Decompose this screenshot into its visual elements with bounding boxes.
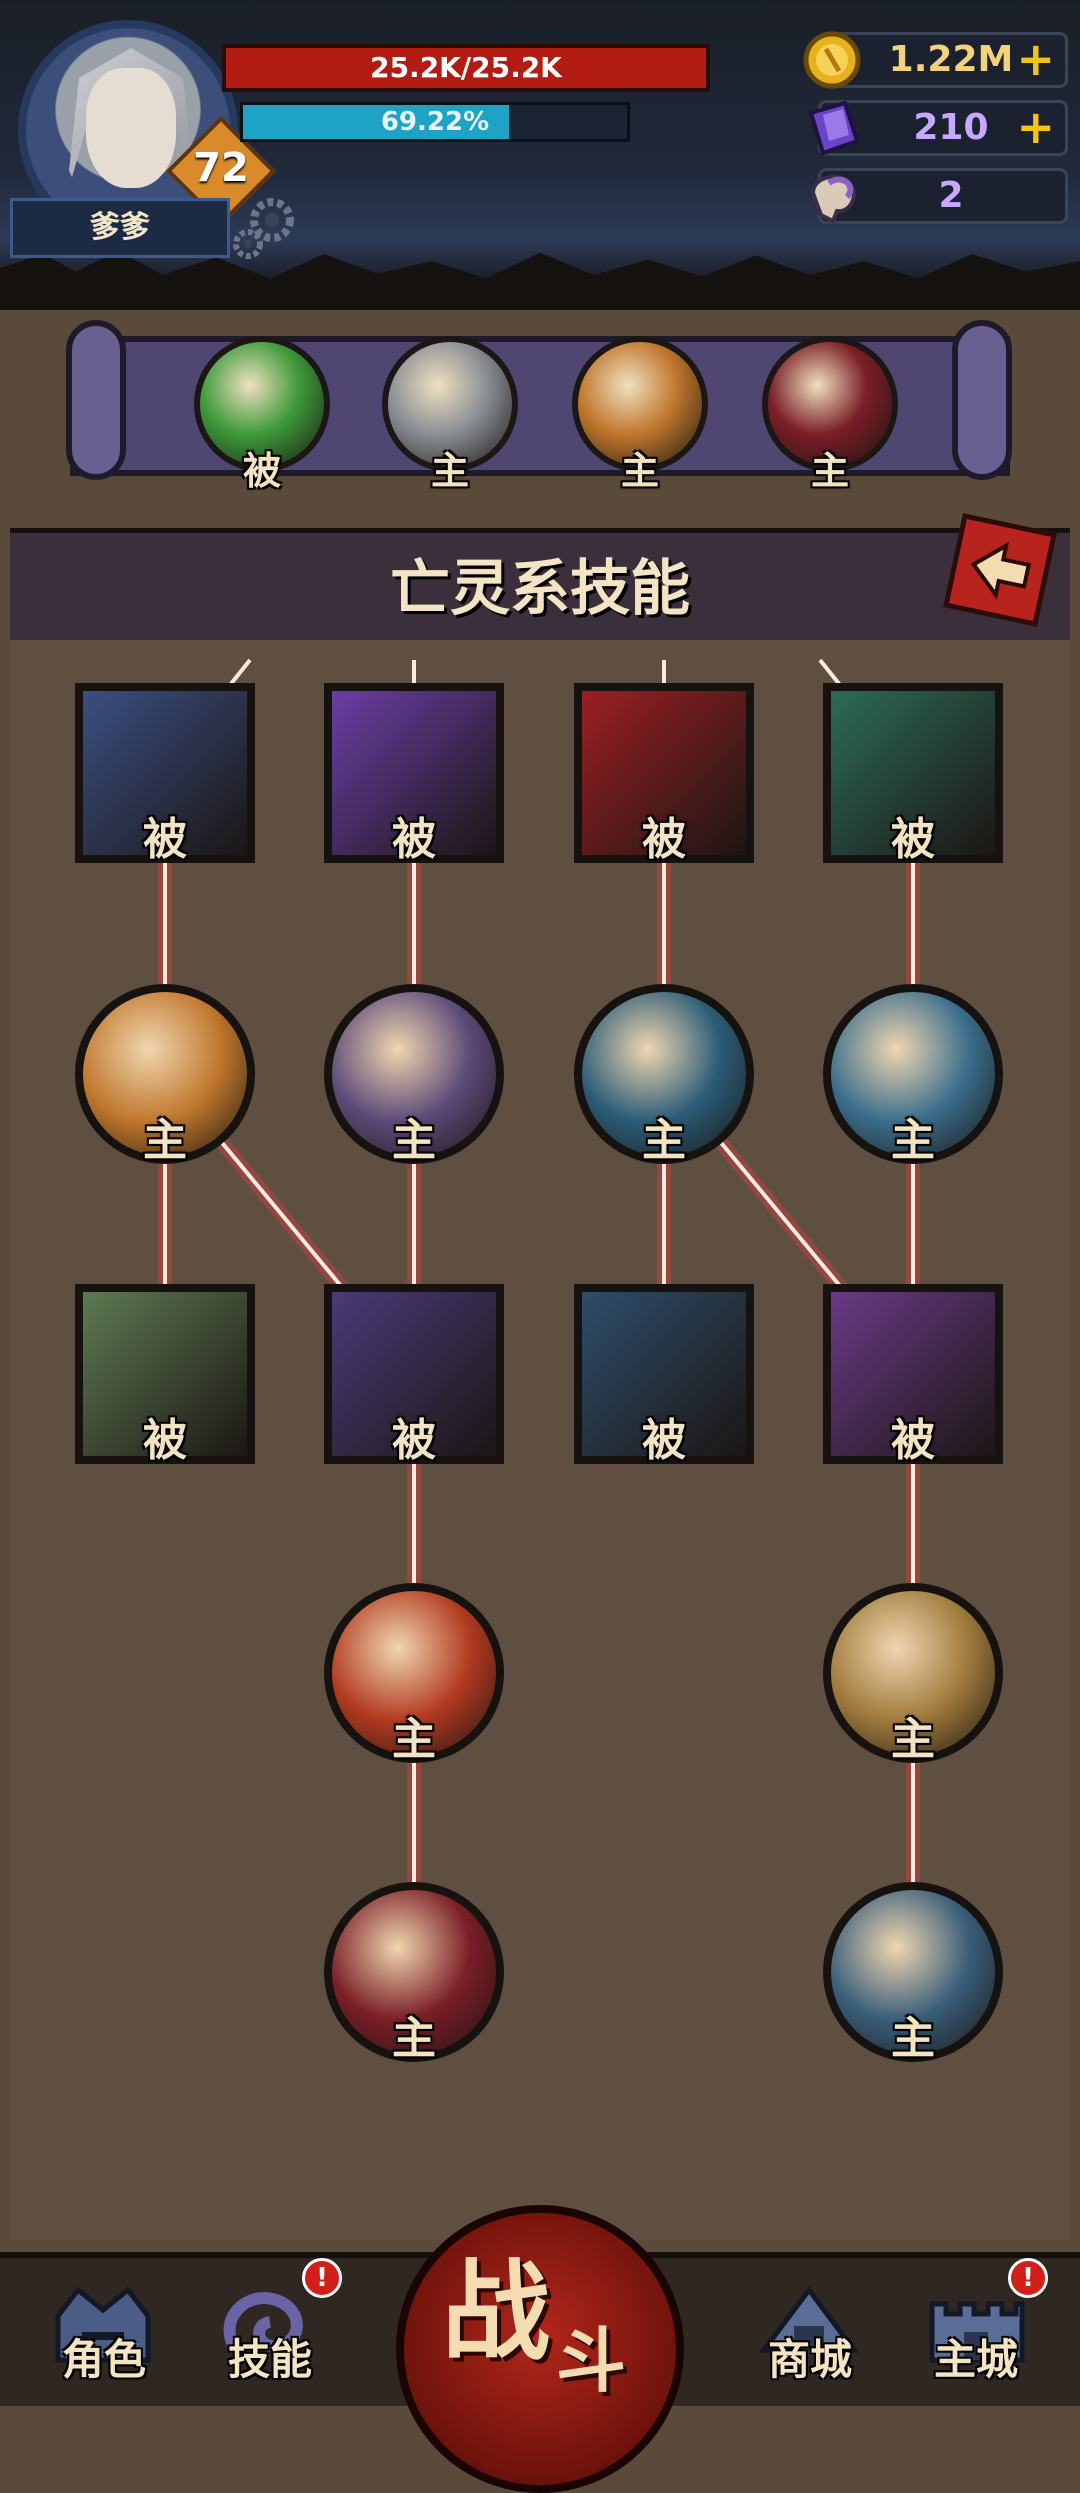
purple-crystal-icon [808, 100, 860, 156]
equipped-slot-label: 主 [430, 449, 469, 493]
skill-node[interactable] [324, 683, 504, 863]
skill-node-label: 主 [891, 2013, 935, 2064]
skill-node-label: 主 [392, 1115, 436, 1166]
gem-value: 210 [913, 107, 989, 148]
skill-node[interactable] [75, 984, 255, 1164]
nav-skills-label: 技能 [227, 2335, 312, 2384]
skill-node[interactable] [823, 1583, 1003, 1763]
skill-node-label: 被 [642, 1415, 686, 1466]
swirl-icon [223, 2292, 303, 2354]
helmet-icon [55, 2286, 151, 2363]
xp-bar: 69.22% [240, 102, 630, 142]
scroll-end-right [952, 320, 1012, 480]
hp-bar: 25.2K/25.2K [222, 44, 710, 92]
skill-node-label: 被 [392, 814, 436, 865]
skill-node[interactable] [574, 683, 754, 863]
skill-node[interactable] [324, 984, 504, 1164]
xp-text: 69.22% [380, 107, 490, 137]
nav-skills-button[interactable] [206, 2280, 336, 2400]
gold-counter: 1.22M + [803, 31, 1068, 89]
skill-node[interactable] [823, 1882, 1003, 2062]
skill-node-label: 主 [392, 1714, 436, 1765]
nav-character-label: 角色 [61, 2335, 146, 2384]
skill-node[interactable] [823, 984, 1003, 1164]
equipped-slot-label: 主 [810, 449, 849, 493]
page-title: 亡灵系技能 [390, 554, 690, 624]
gold-coin-icon [803, 31, 861, 89]
gold-value: 1.22M [888, 39, 1014, 80]
back-button[interactable] [943, 513, 1057, 627]
equipped-slot-4[interactable] [762, 336, 898, 472]
skill-node-label: 主 [392, 2013, 436, 2064]
ram-skull-icon [810, 174, 856, 224]
skill-node[interactable] [823, 1284, 1003, 1464]
level-text: 72 [193, 145, 249, 191]
castle-icon [929, 2301, 1025, 2363]
equipped-slot-label: 被 [242, 449, 281, 493]
skill-node[interactable] [324, 1284, 504, 1464]
gear-icon[interactable] [228, 192, 298, 262]
equipped-slot-3[interactable] [572, 336, 708, 472]
skill-node-label: 主 [891, 1714, 935, 1765]
equipped-slot-1[interactable] [194, 336, 330, 472]
skill-node-label: 主 [642, 1115, 686, 1166]
equipped-slot-label: 主 [620, 449, 659, 493]
ram-counter: 2 [810, 168, 1068, 224]
skill-node-label: 主 [891, 1115, 935, 1166]
avatar-face [86, 68, 176, 188]
nav-shop-label: 商城 [767, 2335, 852, 2384]
skill-node[interactable] [574, 984, 754, 1164]
nav-character-button[interactable] [38, 2280, 168, 2400]
skill-node[interactable] [75, 683, 255, 863]
add-gold-button[interactable]: + [1016, 32, 1055, 86]
skill-node[interactable] [324, 1583, 504, 1763]
skills-notification-badge: ! [302, 2258, 342, 2298]
skill-node-label: 被 [891, 814, 935, 865]
shop-tent-icon [759, 2285, 859, 2356]
skill-node-label: 被 [392, 1415, 436, 1466]
skill-node-label: 被 [143, 814, 187, 865]
skill-node[interactable] [324, 1882, 504, 2062]
back-arrow-icon [970, 541, 1032, 600]
add-gems-button[interactable]: + [1016, 100, 1055, 154]
nav-city-button[interactable] [912, 2280, 1042, 2400]
title-band [10, 528, 1070, 646]
skill-node-label: 被 [891, 1415, 935, 1466]
skill-node[interactable] [75, 1284, 255, 1464]
nav-shop-button[interactable] [744, 2280, 874, 2400]
ram-value: 2 [938, 175, 964, 216]
skill-node-label: 被 [642, 814, 686, 865]
xp-bar-fill [243, 105, 509, 139]
equipped-slot-2[interactable] [382, 336, 518, 472]
gem-counter: 210 + [808, 100, 1068, 156]
nav-city-label: 主城 [933, 2335, 1018, 2384]
battle-label-sub: 斗 [556, 2320, 626, 2402]
battle-label-main: 战 [442, 2250, 551, 2375]
skill-node-label: 被 [143, 1415, 187, 1466]
skill-node[interactable] [823, 683, 1003, 863]
skill-node-label: 主 [143, 1115, 187, 1166]
scroll-end-left [66, 320, 126, 480]
player-name: 爹爹 [10, 198, 230, 258]
skill-node[interactable] [574, 1284, 754, 1464]
city-notification-badge: ! [1008, 2258, 1048, 2298]
